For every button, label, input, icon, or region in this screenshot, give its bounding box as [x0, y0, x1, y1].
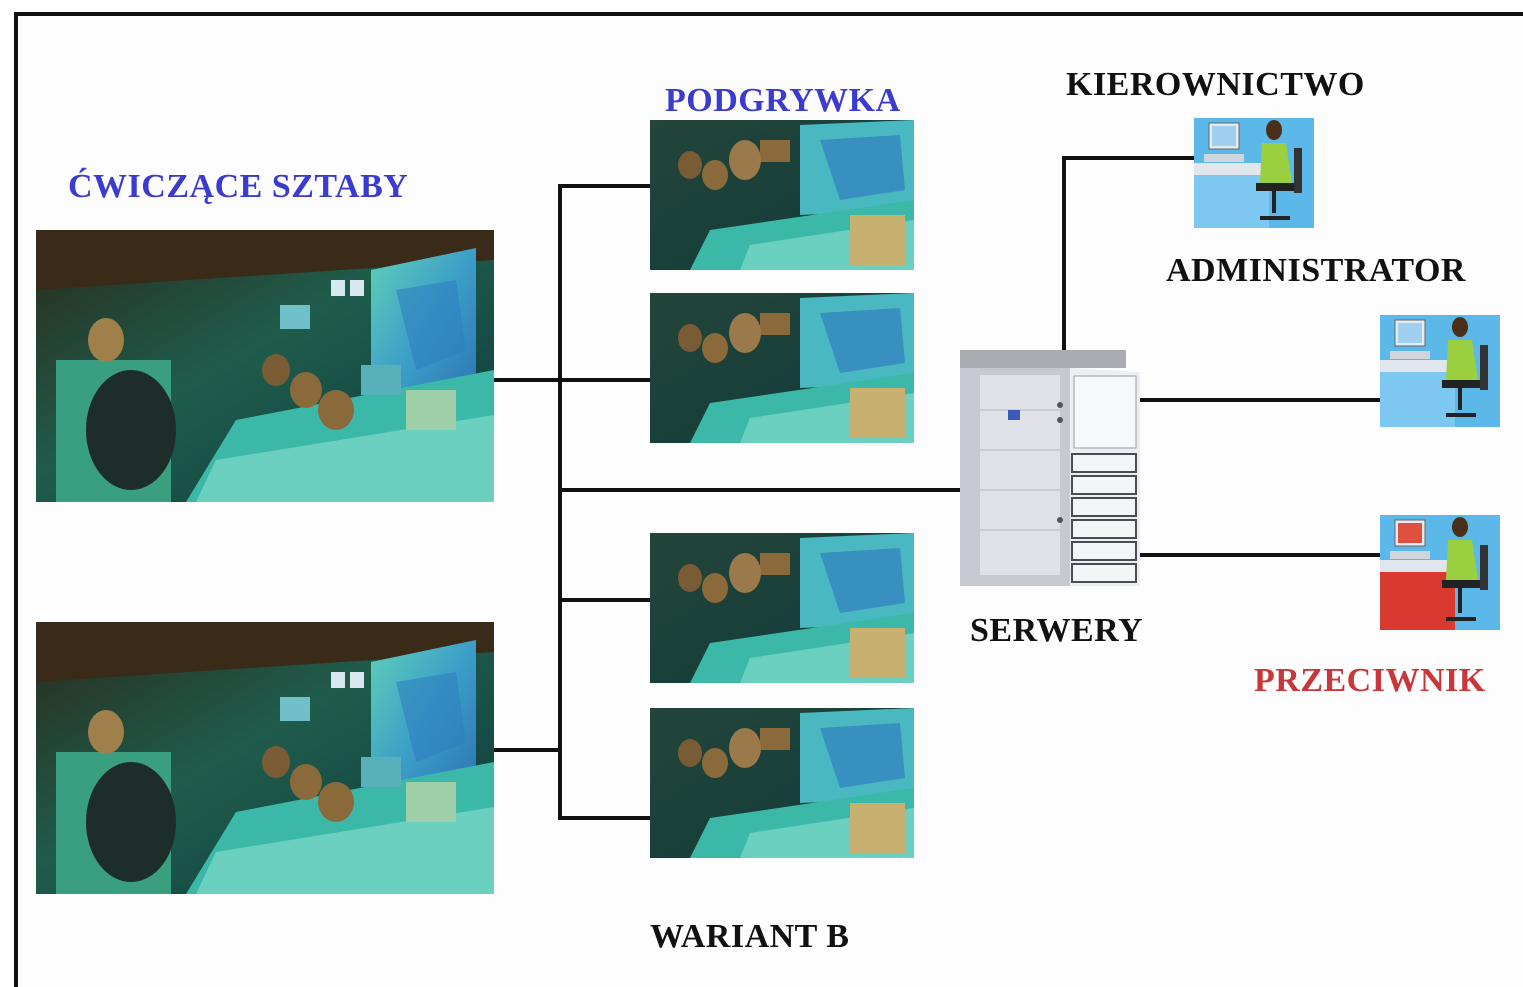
podgrywka-photo-4	[650, 708, 914, 858]
podgrywka-photo-2	[650, 293, 914, 443]
label-kierownictwo: KIEROWNICTWO	[1066, 66, 1365, 104]
server-tower-icon	[960, 350, 1140, 586]
podgrywka-photo-1	[650, 120, 914, 270]
command-room-photo-1	[36, 230, 494, 502]
command-room-photo-2	[36, 622, 494, 894]
label-serwery: SERWERY	[970, 612, 1143, 650]
label-podgrywka: PODGRYWKA	[665, 82, 901, 120]
workstation-administrator-icon	[1380, 315, 1500, 427]
workstation-kierownictwo-icon	[1194, 118, 1314, 228]
podgrywka-photo-3	[650, 533, 914, 683]
label-cwiczace-sztaby: ĆWICZĄCE SZTABY	[68, 168, 408, 206]
label-administrator: ADMINISTRATOR	[1166, 252, 1466, 290]
label-wariant-b: WARIANT B	[650, 918, 849, 956]
workstation-przeciwnik-icon	[1380, 515, 1500, 630]
label-przeciwnik: PRZECIWNIK	[1254, 662, 1486, 700]
